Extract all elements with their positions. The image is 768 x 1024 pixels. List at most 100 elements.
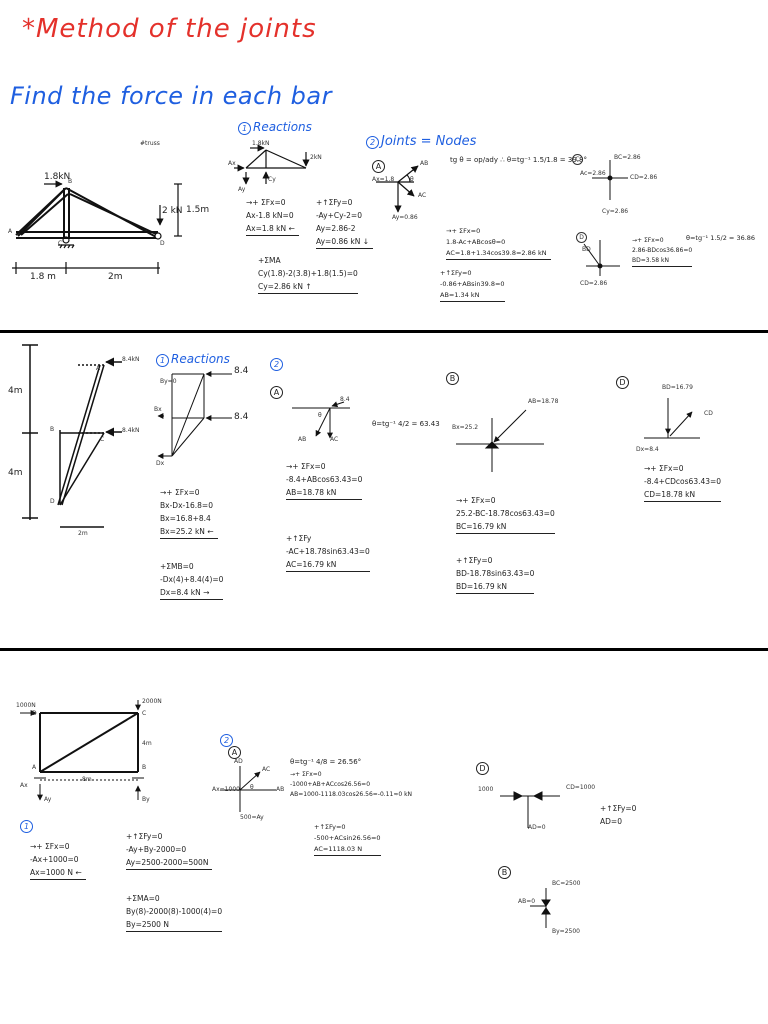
eq-line: →+ ΣFx=0 [286, 462, 326, 471]
p3-joint-a-ay: 500=Ay [240, 814, 264, 821]
p3-ax: Ax [20, 782, 28, 789]
eq-result: BC=16.79 kN [456, 520, 555, 534]
p2-joint-a-eq-x: →+ ΣFx=0 -8.4+ABcos63.43=0 AB=18.78 kN [286, 460, 363, 500]
p3-joint-a-tan: θ=tg⁻¹ 4/8 = 26.56° [290, 758, 362, 766]
joint-d-3-fbd [500, 791, 560, 828]
eq-result: Bx=25.2 kN ← [160, 525, 218, 539]
joint-a-ax: Ax=1.8 [372, 176, 395, 183]
p3-joint-a-eq-x: →+ ΣFx=0 -1000+AB+ACcos26.56=0 AB=1000-1… [290, 770, 412, 800]
p3-joint-d-ad: AD=0 [528, 824, 546, 831]
p2-joint-b-eq-y: +↑ΣFy=0 BD-18.78sin63.43=0 BD=16.79 kN [456, 554, 535, 594]
force-right-label: 2kN [310, 154, 322, 161]
reactions-1-eq-y: +↑ΣFy=0 -Ay+Cy-2=0 Ay=2.86-2 Ay=0.86 kN … [316, 196, 374, 249]
p3-joint-d-eq: +↑ΣFy=0 AD=0 [600, 802, 636, 828]
p3-node-a: A [32, 764, 37, 771]
eq-line: +↑ΣFy=0 [440, 269, 472, 277]
p2-joint-b-ab: AB=18.78 [528, 398, 559, 405]
page-subtitle: Find the force in each bar [10, 82, 332, 110]
joint-a-2-fbd [292, 401, 350, 439]
joint-letter: A [228, 746, 241, 759]
joint-c-ac: Ac=2.86 [580, 170, 606, 177]
p3-load-a: 1000N [16, 702, 36, 709]
p2-step-2: 2 [270, 356, 285, 371]
truss-1-supports [12, 180, 182, 274]
eq-result: CD=18.78 kN [644, 488, 722, 502]
node-b-label: B [68, 178, 73, 185]
p3-step-2: 2 [220, 732, 235, 747]
joint-c-cd: CD=2.86 [630, 174, 658, 181]
cy-label: Cy [268, 176, 276, 183]
joint-a-ab: AB [420, 160, 429, 167]
joint-a-ac: AC [418, 192, 427, 199]
p2-f1: 8.4 [234, 366, 249, 376]
ay-label: Ay [238, 186, 246, 193]
eq-result: AC=16.79 kN [286, 558, 370, 572]
joint-d-cd: CD=2.86 [580, 280, 608, 287]
step-number: 1 [20, 820, 33, 833]
p3-joint-d-cd: CD=1000 [566, 784, 596, 791]
eq-line: →+ ΣFx=0 [246, 198, 286, 207]
eq-line: Ay=2.86-2 [316, 224, 356, 233]
p3-node-c: C [142, 710, 147, 717]
reactions-1-eq-m: +ΣMA Cy(1.8)-2(3.8)+1.8(1.5)=0 Cy=2.86 k… [258, 254, 358, 294]
eq-line: →+ ΣFx=0 [160, 488, 200, 497]
eq-result: AB=1.34 kN [440, 290, 505, 302]
reactions-2-eq-m: +ΣMB=0 -Dx(4)+8.4(4)=0 Dx=8.4 kN → [160, 560, 224, 600]
eq-line: +↑ΣFy=0 [314, 823, 346, 831]
p3-joint-a-angle: θ [250, 784, 254, 791]
eq-line: -AC+18.78sin63.43=0 [286, 547, 370, 556]
joint-d-bd: BD [582, 246, 591, 253]
p2-by: By=0 [160, 378, 177, 385]
p3-joint-a-label: A [228, 746, 243, 759]
joint-letter: D [616, 376, 629, 389]
p2-node-d: D [50, 498, 55, 505]
joint-a-1-fbd [376, 165, 419, 213]
joint-letter: A [372, 160, 385, 173]
p3-step-1: 1 [20, 818, 35, 833]
eq-line: →+ ΣFx=0 [644, 464, 684, 473]
joint-c-bc: BC=2.86 [614, 154, 641, 161]
joint-letter: B [498, 866, 511, 879]
eq-result: Ay=0.86 kN ↓ [316, 235, 374, 249]
eq-line: Bx-Dx-16.8=0 [160, 501, 213, 510]
reactions-2-fbd [157, 371, 232, 459]
eq-line: -8.4+ABcos63.43=0 [286, 475, 363, 484]
eq-line: Ax-1.8 kN=0 [246, 211, 294, 220]
p3-load-c: 2000N [142, 698, 162, 705]
eq-line: -Dx(4)+8.4(4)=0 [160, 575, 224, 584]
p2-joint-d-cd: CD [704, 410, 713, 417]
node-d-label: D [160, 240, 165, 247]
eq-result: Ay=2500-2000=500N [126, 856, 213, 870]
reactions-1-eq-x: →+ ΣFx=0 Ax-1.8 kN=0 Ax=1.8 kN ← [246, 196, 299, 236]
eq-line: +↑ΣFy [286, 534, 312, 543]
load-b-label: 2 kN [162, 206, 183, 216]
eq-result: By=2500 N [126, 918, 223, 932]
reactions-1-fbd [234, 144, 310, 185]
eq-line: AB=1000-1118.03cos26.56=-0.11≈0 kN [290, 791, 413, 798]
joint-letter: B [446, 372, 459, 385]
truss-3-loads [20, 700, 144, 801]
eq-line: →+ ΣFx=0 [290, 771, 322, 778]
truss-label: #truss [140, 140, 160, 147]
ax-label: Ax [228, 160, 236, 167]
eq-line: -Ay+By-2000=0 [126, 845, 187, 854]
p2-joint-a-tan: θ=tg⁻¹ 4/2 = 63.43 [372, 420, 440, 428]
eq-line: +ΣMA=0 [126, 894, 160, 903]
truss-3 [39, 712, 139, 773]
p3-node-b: B [142, 764, 147, 771]
p3-joint-a-ax: Ax=1000 [212, 786, 240, 793]
section-divider-1 [0, 330, 768, 333]
p3-reactions-eq-y: +↑ΣFy=0 -Ay+By-2000=0 Ay=2500-2000=500N [126, 830, 213, 870]
p2-h-bottom: 4m [8, 468, 23, 478]
eq-line: -Ay+Cy-2=0 [316, 211, 362, 220]
p3-joint-a-eq-y: +↑ΣFy=0 -500+ACsin26.56=0 AC=1118.03 N [314, 822, 381, 856]
p2-joint-d-bd: BD=16.79 [662, 384, 693, 391]
eq-line: +↑ΣFy=0 [456, 556, 493, 565]
p2-joint-a-angle: θ [318, 412, 322, 419]
eq-line: +ΣMA [258, 256, 281, 265]
eq-line: +↑ΣFy=0 [126, 832, 163, 841]
p2-bx: Bx [154, 406, 162, 413]
eq-result: AC=1118.03 N [314, 844, 381, 856]
